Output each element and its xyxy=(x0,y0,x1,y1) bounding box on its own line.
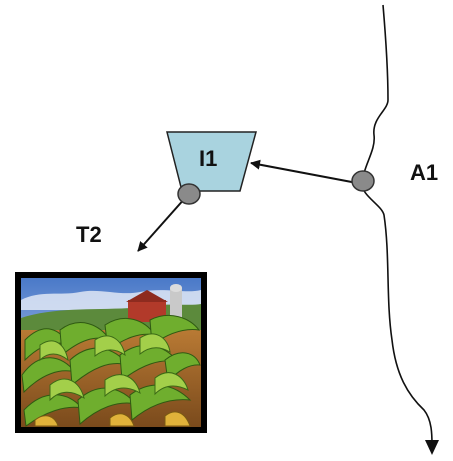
delivery-arrow xyxy=(137,196,187,252)
river-label: A1 xyxy=(410,160,439,185)
river-arrowhead xyxy=(425,440,439,455)
diversion-node-icon xyxy=(351,170,375,192)
intake-node-icon xyxy=(177,183,201,205)
river-line xyxy=(361,4,433,446)
target-label: T2 xyxy=(76,222,102,247)
trapezoid-intake-icon xyxy=(166,131,257,192)
intake-label: I1 xyxy=(199,146,218,171)
farm-field-icon xyxy=(15,272,207,433)
diversion-arrow xyxy=(250,159,358,184)
